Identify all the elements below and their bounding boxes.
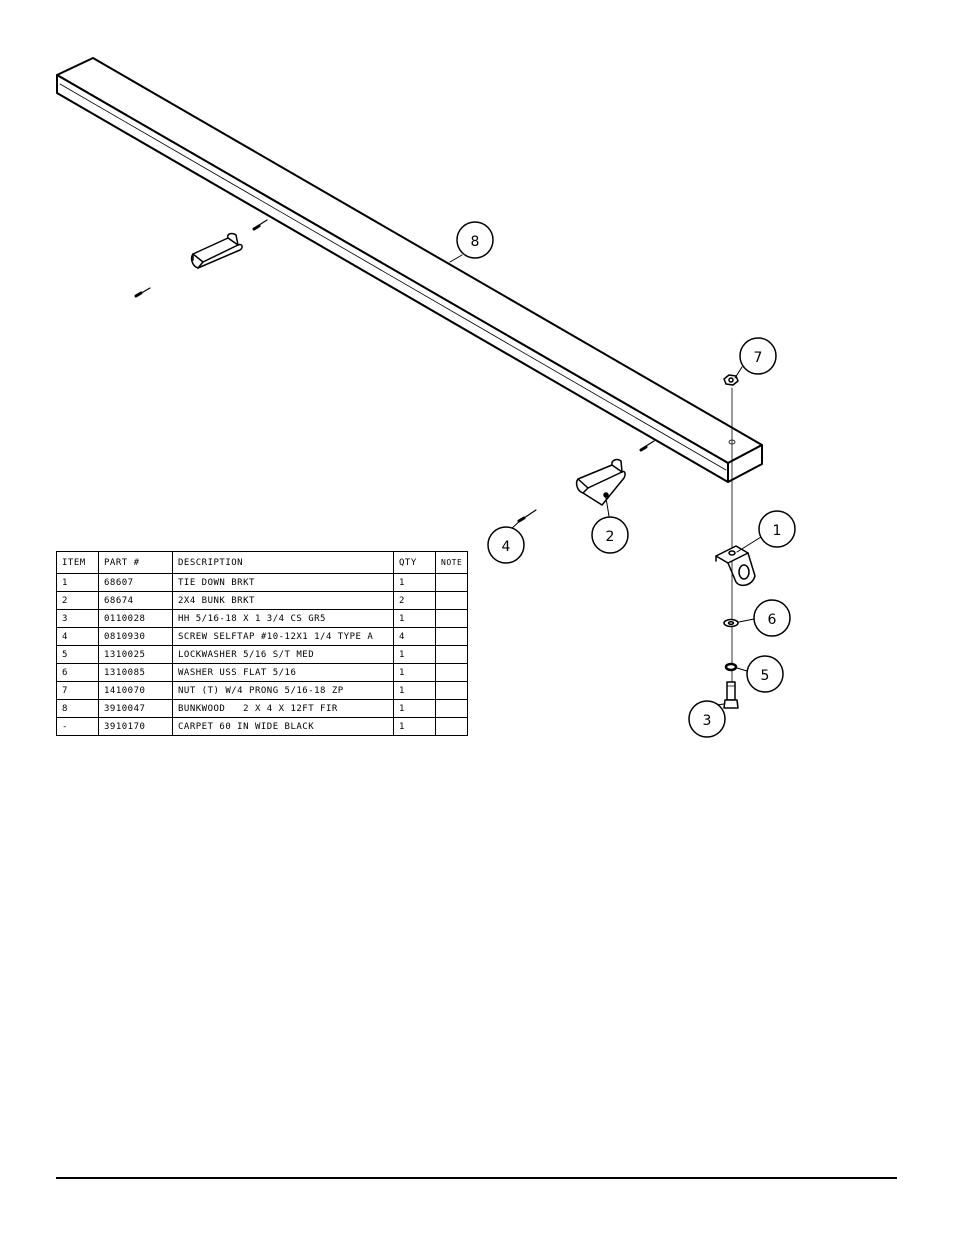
table-row: 2 68674 2X4 BUNK BRKT 2 — [56, 591, 468, 610]
header-description: DESCRIPTION — [172, 551, 394, 574]
header-part-number: PART # — [98, 551, 173, 574]
table-row: 8 3910047 BUNKWOOD 2 X 4 X 12FT FIR 1 — [56, 699, 468, 718]
cell-note — [435, 609, 468, 628]
cell-description: SCREW SELFTAP #10-12X1 1/4 TYPE A — [172, 627, 394, 646]
table-row: 1 68607 TIE DOWN BRKT 1 — [56, 573, 468, 592]
tie-down-bracket — [715, 545, 756, 587]
cell-description: NUT (T) W/4 PRONG 5/16-18 ZP — [172, 681, 394, 700]
cell-note — [435, 717, 468, 736]
cell-part: 68607 — [98, 573, 173, 592]
callout-2-label: 2 — [606, 529, 615, 545]
table-row: 4 0810930 SCREW SELFTAP #10-12X1 1/4 TYP… — [56, 627, 468, 646]
cell-item: 2 — [56, 591, 99, 610]
cell-part: 68674 — [98, 591, 173, 610]
cell-item: 1 — [56, 573, 99, 592]
callout-1-label: 1 — [773, 523, 782, 539]
table-header-row: ITEM PART # DESCRIPTION QTY NOTE — [56, 551, 468, 574]
callout-4: 4 — [487, 526, 525, 564]
cell-description: 2X4 BUNK BRKT — [172, 591, 394, 610]
cell-item: 7 — [56, 681, 99, 700]
cell-qty: 1 — [393, 645, 436, 664]
cell-part: 1310085 — [98, 663, 173, 682]
cell-qty: 1 — [393, 573, 436, 592]
cell-note — [435, 699, 468, 718]
callout-3-label: 3 — [703, 713, 712, 729]
cell-description: TIE DOWN BRKT — [172, 573, 394, 592]
callout-2: 2 — [591, 516, 629, 554]
callout-5-label: 5 — [761, 668, 770, 684]
callout-7: 7 — [739, 337, 777, 375]
cell-description: HH 5/16-18 X 1 3/4 CS GR5 — [172, 609, 394, 628]
table-row: 3 0110028 HH 5/16-18 X 1 3/4 CS GR5 1 — [56, 609, 468, 628]
cell-note — [435, 681, 468, 700]
cell-part: 1310025 — [98, 645, 173, 664]
cell-qty: 1 — [393, 699, 436, 718]
callout-5: 5 — [746, 655, 784, 693]
cell-part: 1410070 — [98, 681, 173, 700]
cell-part: 0110028 — [98, 609, 173, 628]
callout-7-label: 7 — [754, 350, 763, 366]
bunk-bracket-left — [190, 232, 243, 269]
cell-item: 5 — [56, 645, 99, 664]
callout-4-label: 4 — [502, 539, 511, 555]
cell-qty: 1 — [393, 681, 436, 700]
cell-qty: 1 — [393, 663, 436, 682]
screw-left — [134, 287, 151, 298]
callout-8: 8 — [456, 221, 494, 259]
cell-note — [435, 645, 468, 664]
header-note: NOTE — [435, 551, 468, 574]
cell-description: CARPET 60 IN WIDE BLACK — [172, 717, 394, 736]
cell-item: 4 — [56, 627, 99, 646]
header-qty: QTY — [393, 551, 436, 574]
cell-part: 3910170 — [98, 717, 173, 736]
callout-3: 3 — [688, 700, 726, 738]
cell-item: 6 — [56, 663, 99, 682]
screw-right-upper — [639, 440, 655, 452]
cell-item: - — [56, 717, 99, 736]
cell-qty: 4 — [393, 627, 436, 646]
cell-part: 3910047 — [98, 699, 173, 718]
header-item: ITEM — [56, 551, 99, 574]
cell-item: 3 — [56, 609, 99, 628]
callout-1: 1 — [758, 510, 796, 548]
lock-washer — [724, 662, 738, 672]
cell-description: WASHER USS FLAT 5/16 — [172, 663, 394, 682]
cell-note — [435, 573, 468, 592]
footer-rule — [56, 1177, 897, 1179]
table-row: 7 1410070 NUT (T) W/4 PRONG 5/16-18 ZP 1 — [56, 681, 468, 700]
cell-note — [435, 663, 468, 682]
callout-6-label: 6 — [768, 612, 777, 628]
callout-6: 6 — [753, 599, 791, 637]
bunkwood-board — [56, 57, 763, 483]
tee-nut — [723, 374, 739, 386]
screw-upper — [252, 219, 268, 231]
table-row: 6 1310085 WASHER USS FLAT 5/16 1 — [56, 663, 468, 682]
table-row: - 3910170 CARPET 60 IN WIDE BLACK 1 — [56, 717, 468, 736]
cell-part: 0810930 — [98, 627, 173, 646]
callout-8-label: 8 — [471, 234, 480, 250]
cell-description: LOCKWASHER 5/16 S/T MED — [172, 645, 394, 664]
cell-note — [435, 627, 468, 646]
parts-list-table: ITEM PART # DESCRIPTION QTY NOTE 1 68607… — [56, 551, 468, 736]
cell-qty: 2 — [393, 591, 436, 610]
cell-description: BUNKWOOD 2 X 4 X 12FT FIR — [172, 699, 394, 718]
bunk-bracket-right — [575, 458, 626, 506]
cell-qty: 1 — [393, 717, 436, 736]
hex-bolt — [723, 681, 739, 709]
cell-qty: 1 — [393, 609, 436, 628]
cell-item: 8 — [56, 699, 99, 718]
table-row: 5 1310025 LOCKWASHER 5/16 S/T MED 1 — [56, 645, 468, 664]
cell-note — [435, 591, 468, 610]
flat-washer — [723, 618, 739, 628]
